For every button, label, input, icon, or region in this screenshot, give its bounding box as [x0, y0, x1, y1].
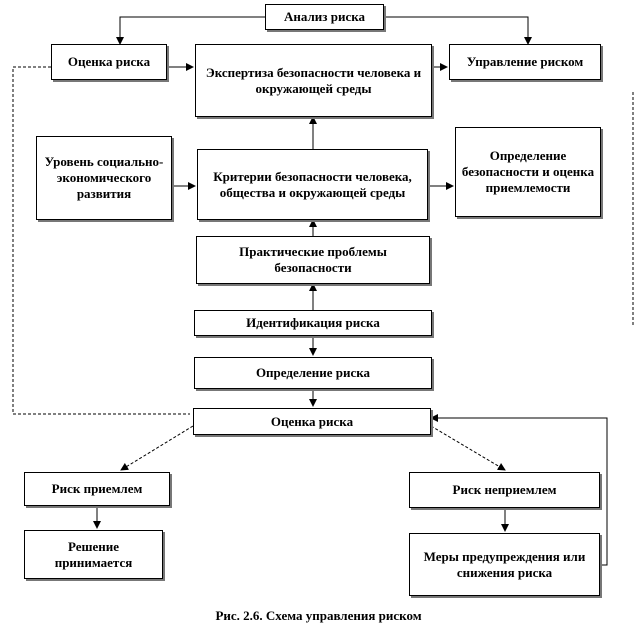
- node-risk-unacceptable: Риск неприемлем: [409, 472, 600, 508]
- node-practical-problems: Практические проблемы безопасности: [196, 236, 430, 284]
- connector-analysis-to-management: [384, 16, 532, 45]
- node-decision-accepted: Решение принимается: [24, 530, 163, 579]
- node-risk-acceptable: Риск приемлем: [24, 472, 170, 506]
- node-socioeconomic-level-label: Уровень социально-экономического развити…: [44, 154, 164, 201]
- figure-caption: Рис. 2.6. Схема управления риском: [215, 608, 422, 623]
- connector-measures-feedback: [430, 414, 608, 566]
- node-risk-determination: Определение риска: [194, 357, 432, 389]
- node-safety-criteria: Критерии безопасности человека, общества…: [197, 149, 428, 220]
- node-risk-assessment-top-label: Оценка риска: [67, 54, 151, 69]
- node-risk-identification-label: Идентификация риска: [246, 315, 380, 330]
- node-risk-acceptable-label: Риск приемлем: [51, 481, 143, 496]
- node-risk-management: Управление риском: [449, 44, 601, 80]
- node-safety-definition-label: Определение безопасности и оценка приемл…: [461, 148, 595, 195]
- node-risk-analysis: Анализ риска: [265, 4, 384, 30]
- node-risk-assessment-mid: Оценка риска: [193, 408, 431, 435]
- node-expertise: Экспертиза безопасности человека и окруж…: [195, 44, 432, 117]
- connector-assessment-to-unacceptable: [430, 425, 506, 471]
- connector-assessment-to-acceptable: [120, 425, 194, 471]
- node-safety-definition: Определение безопасности и оценка приемл…: [455, 127, 601, 217]
- node-prevention-measures: Меры предупреждения или снижения риска: [409, 533, 600, 596]
- node-expertise-label: Экспертиза безопасности человека и окруж…: [205, 64, 422, 96]
- node-risk-assessment-mid-label: Оценка риска: [270, 413, 354, 429]
- node-risk-unacceptable-label: Риск неприемлем: [452, 482, 557, 497]
- node-risk-assessment-top: Оценка риска: [51, 44, 167, 80]
- node-prevention-measures-label: Меры предупреждения или снижения риска: [423, 548, 586, 580]
- node-safety-criteria-label: Критерии безопасности человека, общества…: [213, 168, 412, 200]
- node-risk-analysis-label: Анализ риска: [283, 9, 366, 24]
- node-decision-accepted-label: Решение принимается: [54, 538, 133, 570]
- node-risk-identification: Идентификация риска: [194, 310, 432, 336]
- node-risk-determination-label: Определение риска: [255, 365, 371, 380]
- node-socioeconomic-level: Уровень социально-экономического развити…: [36, 136, 172, 220]
- connector-left-dashed-loop: [12, 66, 190, 415]
- node-practical-problems-label: Практические проблемы безопасности: [239, 244, 387, 275]
- node-risk-management-label: Управление риском: [466, 54, 584, 69]
- connector-analysis-to-assessment: [116, 16, 265, 45]
